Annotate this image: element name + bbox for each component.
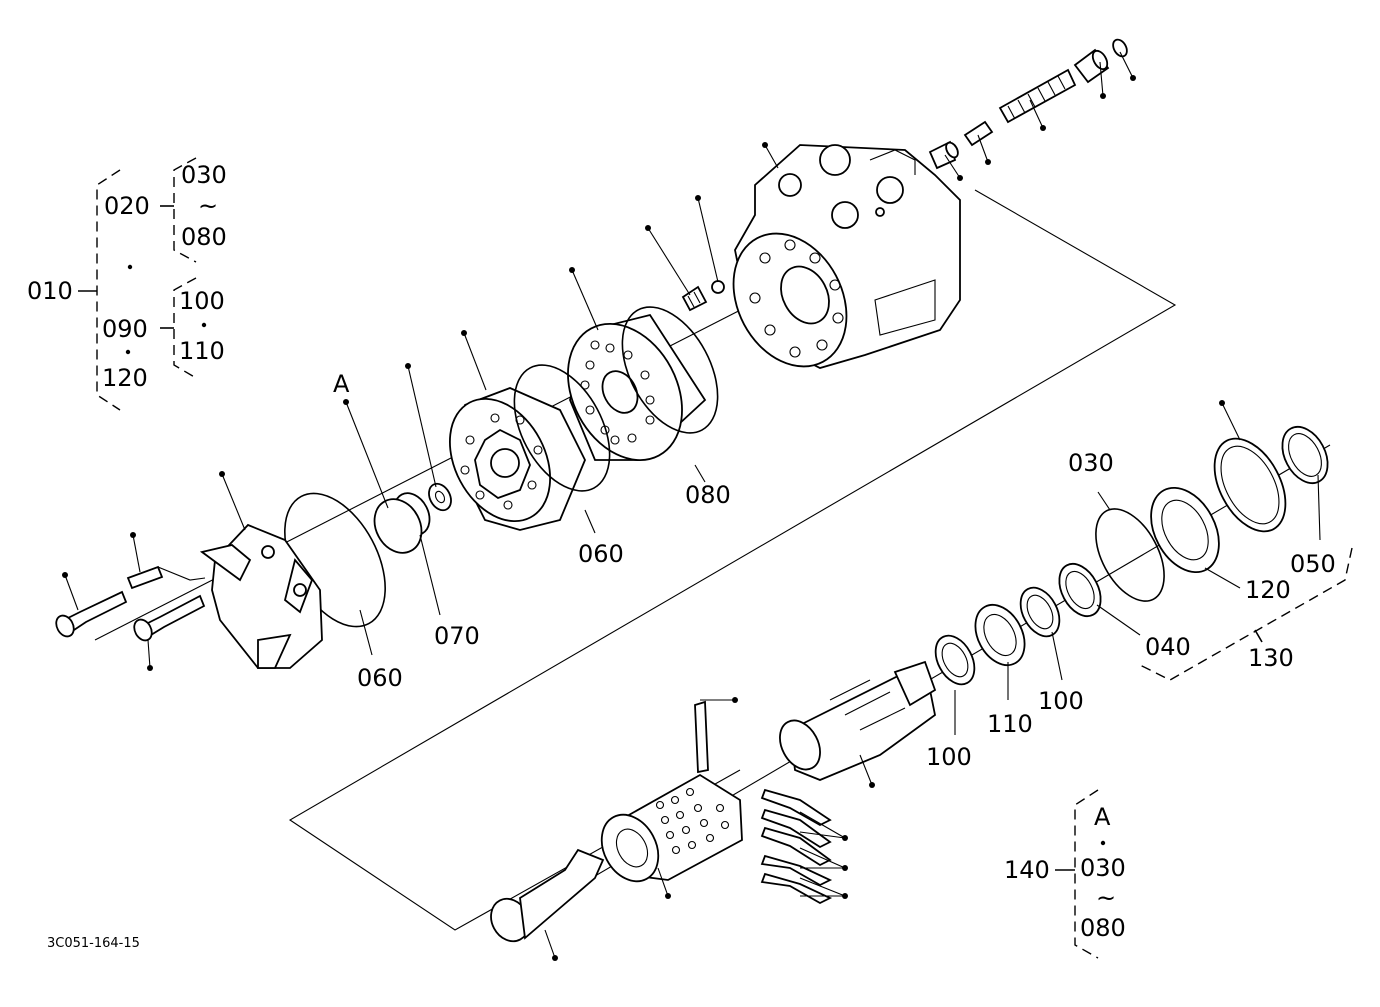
callout-040: 040 [1145,633,1191,661]
centering-springs [760,788,833,905]
assembly-frame-line [288,189,1177,931]
callout-060-mid: 060 [578,540,624,568]
o-ring-080 [621,306,719,434]
kit-140-sep: ~ [1096,884,1116,912]
bom-sub-a-end: 080 [181,223,227,251]
bushing-120 [1150,486,1220,574]
cross-pin [694,700,709,774]
bom-tree: 010 020 030 ~ 080 090 100 110 120 [27,157,227,411]
bom-sub-a-start: 030 [181,161,227,189]
valve-spool [779,660,937,781]
leader-lines [62,51,1321,961]
bom-sub-a-sep: ~ [198,192,218,220]
valve-housing [732,144,961,369]
kit-140-item-030: 030 [1080,854,1126,882]
reference-code: 3C051-164-15 [47,936,140,951]
callout-060-left: 060 [357,664,403,692]
retaining-ring-050 [1281,425,1329,485]
callout-030: 030 [1068,449,1114,477]
kit-140-tree: 140 A 030 ~ 080 [1004,789,1126,959]
callout-120: 120 [1245,576,1291,604]
callout-100-b: 100 [926,743,972,771]
bom-sub-b-label: 090 [102,315,148,343]
o-ring-060-mid [513,364,611,492]
kit-140-label: 140 [1004,856,1050,884]
drive-shaft [490,848,605,943]
bom-root-label: 010 [27,277,73,305]
washer-and-spacer [373,482,452,554]
bom-sub-b-item-1: 100 [179,287,225,315]
callout-100-a: 100 [1038,687,1084,715]
callout-070: 070 [434,622,480,650]
callout-110: 110 [987,710,1033,738]
bom-sub-b-item-2: 110 [179,337,225,365]
gerotor-set [449,387,586,531]
relief-valve-parts [928,38,1128,170]
bom-sub-c-label: 120 [102,364,148,392]
bom-sub-a-label: 020 [104,192,150,220]
o-ring-030 [1095,508,1165,602]
valve-sleeve [600,773,743,883]
cap-bolts [55,565,206,642]
callout-a: A [333,370,350,398]
end-cap [199,523,323,669]
callout-labels: A 060 070 060 080 030 040 050 120 100 11… [333,370,1336,771]
callout-050: 050 [1290,550,1336,578]
kit-140-item-080: 080 [1080,914,1126,942]
callout-080: 080 [685,481,731,509]
check-ball-spring [681,280,725,312]
kit-130-label: 130 [1248,644,1294,672]
dust-seal [1213,437,1287,533]
kit-130-bracket: 130 [1139,547,1353,681]
kit-140-item-a: A [1094,803,1111,831]
shaft-seals [934,562,1102,686]
